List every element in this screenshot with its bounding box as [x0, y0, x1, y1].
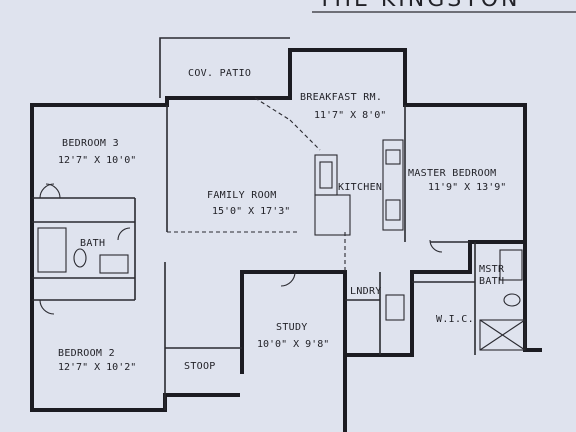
wic-label: W.I.C.	[436, 314, 474, 325]
study-dims: 10'0" X 9'8"	[257, 339, 329, 350]
door-swings	[39, 183, 443, 315]
plan-header: THE KINGSTON	[312, 0, 576, 13]
master-bedroom-dims: 11'9" X 13'9"	[428, 182, 506, 193]
bedroom-3-dims: 12'7" X 10'0"	[58, 155, 136, 166]
bedroom-2-label: BEDROOM 2	[58, 348, 115, 359]
plan-title: THE KINGSTON	[317, 0, 520, 12]
cov-patio-outline	[159, 37, 291, 121]
exterior-walls	[30, 48, 542, 432]
breakfast-room-dims: 11'7" X 8'0"	[314, 110, 386, 121]
mstr-bath-label-line2: BATH	[479, 276, 504, 287]
stoop-label: STOOP	[184, 361, 216, 372]
kitchen-fixtures	[314, 139, 404, 236]
bedroom-2-dims: 12'7" X 10'2"	[58, 362, 136, 373]
family-room-dims: 15'0" X 17'3"	[212, 206, 290, 217]
kitchen-label: KITCHEN	[338, 182, 382, 193]
family-room-label: FAMILY ROOM	[207, 190, 277, 201]
mstr-bath-label-line1: MSTR	[479, 264, 505, 275]
bedroom-3-label: BEDROOM 3	[62, 138, 119, 149]
study-label: STUDY	[276, 322, 308, 333]
bath-fixtures	[37, 227, 526, 351]
laundry-label: LNDRY	[350, 286, 382, 297]
master-bedroom-label: MASTER BEDROOM	[408, 168, 497, 179]
breakfast-room-label: BREAKFAST RM.	[300, 92, 382, 103]
interior-walls	[32, 105, 476, 410]
cov-patio-label: COV. PATIO	[188, 68, 251, 79]
bath-label: BATH	[80, 238, 105, 249]
